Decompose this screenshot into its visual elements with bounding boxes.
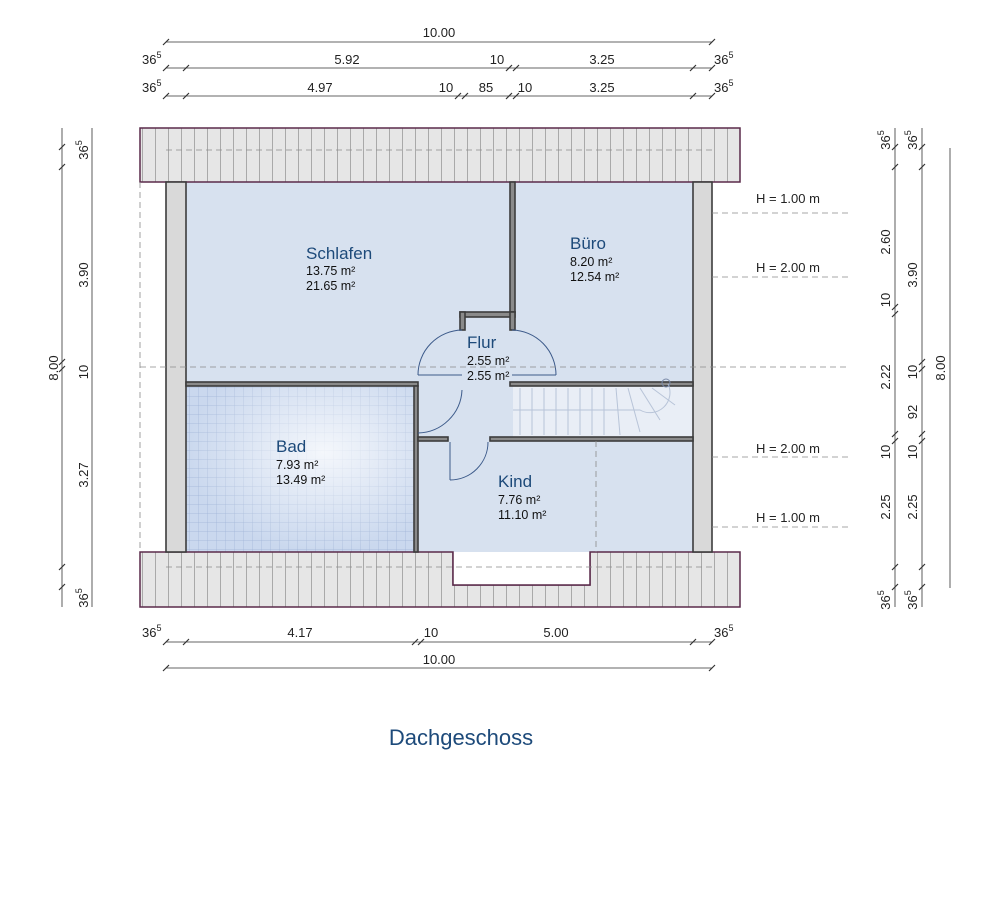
dim-left-total: 8.00: [46, 355, 61, 380]
room-area: 7.93 m²: [276, 458, 318, 472]
room-name: Büro: [570, 234, 606, 253]
room-area: 8.20 m²: [570, 255, 612, 269]
dim-value: 10: [878, 445, 893, 459]
room-area: 12.54 m²: [570, 270, 619, 284]
room-area: 2.55 m²: [467, 369, 509, 383]
height-label: H = 2.00 m: [756, 441, 820, 456]
room-bad: Bad 7.93 m² 13.49 m²: [276, 437, 325, 487]
dim-value: 3.27: [76, 462, 91, 487]
room-schlafen: Schlafen 13.75 m² 21.65 m²: [306, 244, 372, 293]
dim-wall: 365: [876, 130, 893, 149]
dim-wall: 365: [903, 590, 920, 609]
floor-flur: [418, 330, 513, 440]
height-label: H = 1.00 m: [756, 510, 820, 525]
dim-wall: 365: [142, 623, 161, 640]
dim-value: 10: [424, 625, 438, 640]
room-name: Schlafen: [306, 244, 372, 263]
floor-title: Dachgeschoss: [389, 725, 533, 750]
dim-value: 2.22: [878, 364, 893, 389]
doors: [417, 329, 557, 481]
floor-stairs: [513, 382, 693, 440]
dim-value: 2.25: [905, 494, 920, 519]
floor-fills: [186, 182, 693, 585]
room-area: 21.65 m²: [306, 279, 355, 293]
room-area: 7.76 m²: [498, 493, 540, 507]
dim-value: 3.25: [589, 52, 614, 67]
dim-wall: 365: [142, 78, 161, 95]
dim-value: 3.25: [589, 80, 614, 95]
dim-value: 5.00: [543, 625, 568, 640]
dim-value: 3.90: [76, 262, 91, 287]
height-label: H = 1.00 m: [756, 191, 820, 206]
dim-value: 10: [490, 52, 504, 67]
room-name: Bad: [276, 437, 306, 456]
roof-overhang: [139, 127, 741, 608]
dim-value: 10: [905, 365, 920, 379]
dim-value: 2.25: [878, 494, 893, 519]
floor-buero: [513, 182, 693, 382]
room-area: 13.75 m²: [306, 264, 355, 278]
height-labels: H = 1.00 m H = 2.00 m H = 2.00 m H = 1.0…: [756, 191, 820, 525]
dim-value: 10: [439, 80, 453, 95]
room-name: Kind: [498, 472, 532, 491]
dim-value: 4.97: [307, 80, 332, 95]
dim-wall: 365: [714, 50, 733, 67]
dim-bottom-total: 10.00: [423, 652, 456, 667]
dimension-lines: [58, 38, 951, 672]
dim-value: 4.17: [287, 625, 312, 640]
dim-value: 10: [518, 80, 532, 95]
dim-value: 85: [479, 80, 493, 95]
dim-value: 10: [905, 445, 920, 459]
dim-top-total: 10.00: [423, 25, 456, 40]
roof-bottom: [139, 551, 741, 608]
dim-wall: 365: [74, 588, 91, 607]
height-label: H = 2.00 m: [756, 260, 820, 275]
room-area: 2.55 m²: [467, 354, 509, 368]
dim-value: 92: [905, 405, 920, 419]
dim-wall: 365: [876, 590, 893, 609]
dims-left: 365 3.90 10 3.27 365 8.00: [46, 140, 91, 607]
room-area: 11.10 m²: [498, 508, 546, 522]
dims-bottom: 365 4.17 10 5.00 365 10.00: [142, 623, 733, 667]
dim-wall: 365: [714, 78, 733, 95]
dims-right: 365 2.60 10 2.22 10 2.25 365 365 3.90 10…: [876, 130, 948, 609]
room-area: 13.49 m²: [276, 473, 325, 487]
dim-value: 10: [878, 293, 893, 307]
stairs: [513, 378, 676, 436]
room-flur: Flur 2.55 m² 2.55 m²: [467, 333, 509, 383]
dims-top: 10.00 365 5.92 10 3.25 365 365 4.97 10 8…: [142, 25, 733, 95]
dim-right-total: 8.00: [933, 355, 948, 380]
dim-value: 5.92: [334, 52, 359, 67]
roof-lines: [139, 149, 850, 568]
dim-wall: 365: [142, 50, 161, 67]
room-name: Flur: [467, 333, 497, 352]
dim-value: 2.60: [878, 229, 893, 254]
room-kind: Kind 7.76 m² 11.10 m²: [498, 472, 546, 522]
dim-value: 3.90: [905, 262, 920, 287]
roof-top: [139, 127, 741, 183]
room-buero: Büro 8.20 m² 12.54 m²: [570, 234, 619, 284]
dim-wall: 365: [714, 623, 733, 640]
dim-value: 10: [76, 365, 91, 379]
dim-wall: 365: [903, 130, 920, 149]
dim-wall: 365: [74, 140, 91, 159]
